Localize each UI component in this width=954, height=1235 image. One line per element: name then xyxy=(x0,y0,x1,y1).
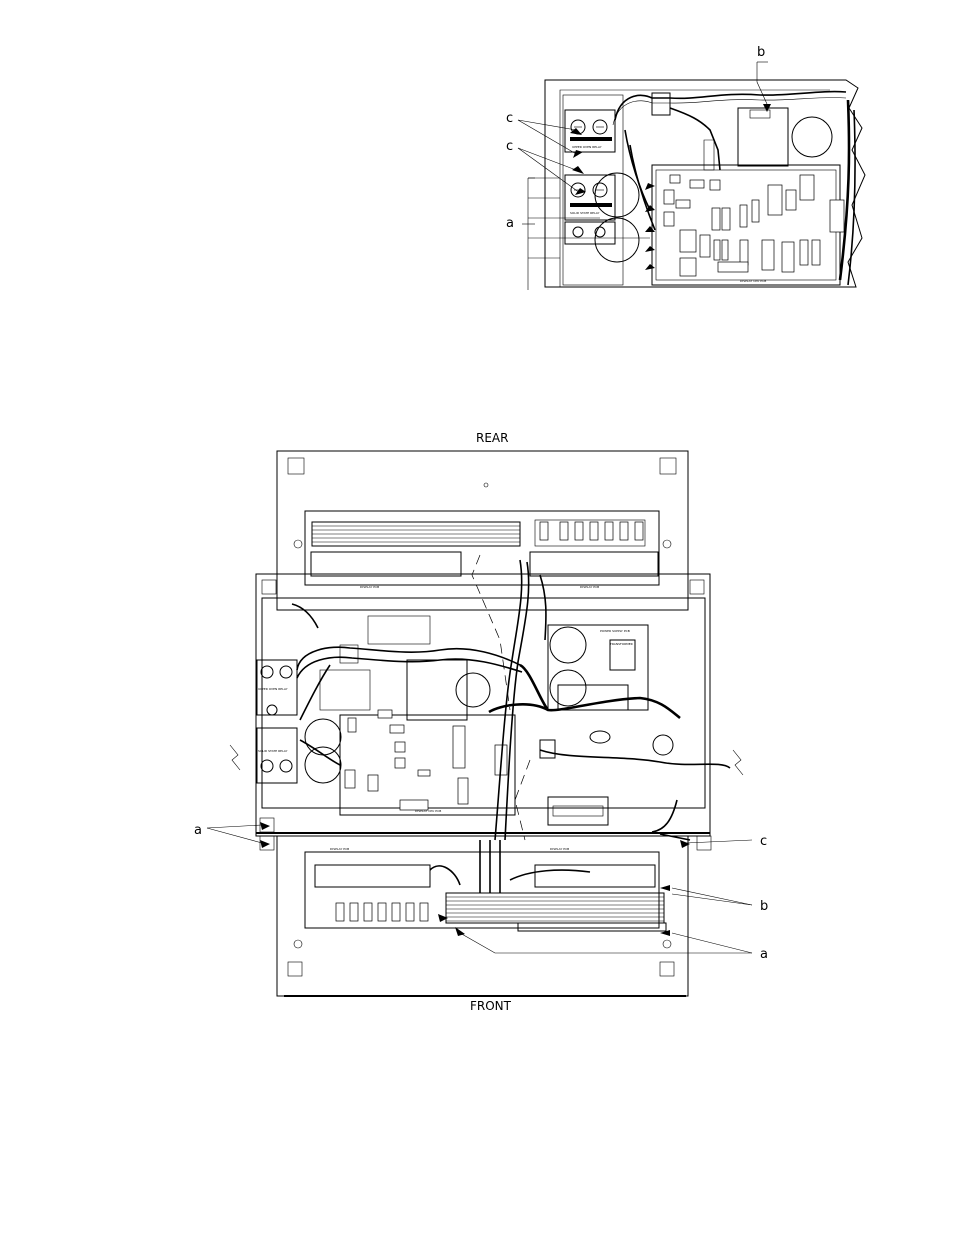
main-cpu-text: DISPLAY CPU PCB xyxy=(415,809,441,813)
inset-cpu-text: DISPLAY CPU PCB xyxy=(740,279,766,283)
front-digits xyxy=(335,902,429,922)
front-display-text-1: DISPLAY PCB xyxy=(330,847,349,851)
main-solid-state-text: SOLID STATE RELAY xyxy=(258,749,288,753)
callout-a-inset: a xyxy=(506,216,514,231)
main-upper-relay-text: UPPER OVEN RELAY xyxy=(258,687,288,691)
rear-ribbon xyxy=(311,521,521,547)
inset-detail: UPPER OVEN RELAY SOLID STATE RELAY xyxy=(506,45,866,290)
rear-digits xyxy=(539,521,644,541)
transformer-text: TRANSFORMER xyxy=(609,642,633,646)
front-ribbon xyxy=(445,892,665,924)
main-assembly: REAR FRONT DISPLAY P xyxy=(194,431,768,1013)
rear-display-text-1: DISPLAY PCB xyxy=(360,585,379,589)
front-label: FRONT xyxy=(470,999,512,1013)
callout-c-main: c xyxy=(760,834,767,849)
upper-relay-text: UPPER OVEN RELAY xyxy=(572,145,602,149)
callout-b-main: b xyxy=(760,899,768,914)
callout-c-inset-1: c xyxy=(506,111,513,126)
front-display-text-2: DISPLAY PCB xyxy=(550,847,569,851)
callout-a-main-right: a xyxy=(760,947,768,962)
callout-a-main-left: a xyxy=(194,823,202,838)
solid-state-relay-text: SOLID STATE RELAY xyxy=(570,211,600,215)
main-cpu-components xyxy=(344,709,508,811)
callout-c-inset-2: c xyxy=(506,139,513,154)
rear-label: REAR xyxy=(476,431,508,445)
rear-display-text-2: DISPLAY PCB xyxy=(580,585,599,589)
inset-components xyxy=(663,174,845,277)
power-supply-text: POWER SUPPLY PCB xyxy=(600,629,630,633)
callout-b-inset: b xyxy=(757,45,765,60)
